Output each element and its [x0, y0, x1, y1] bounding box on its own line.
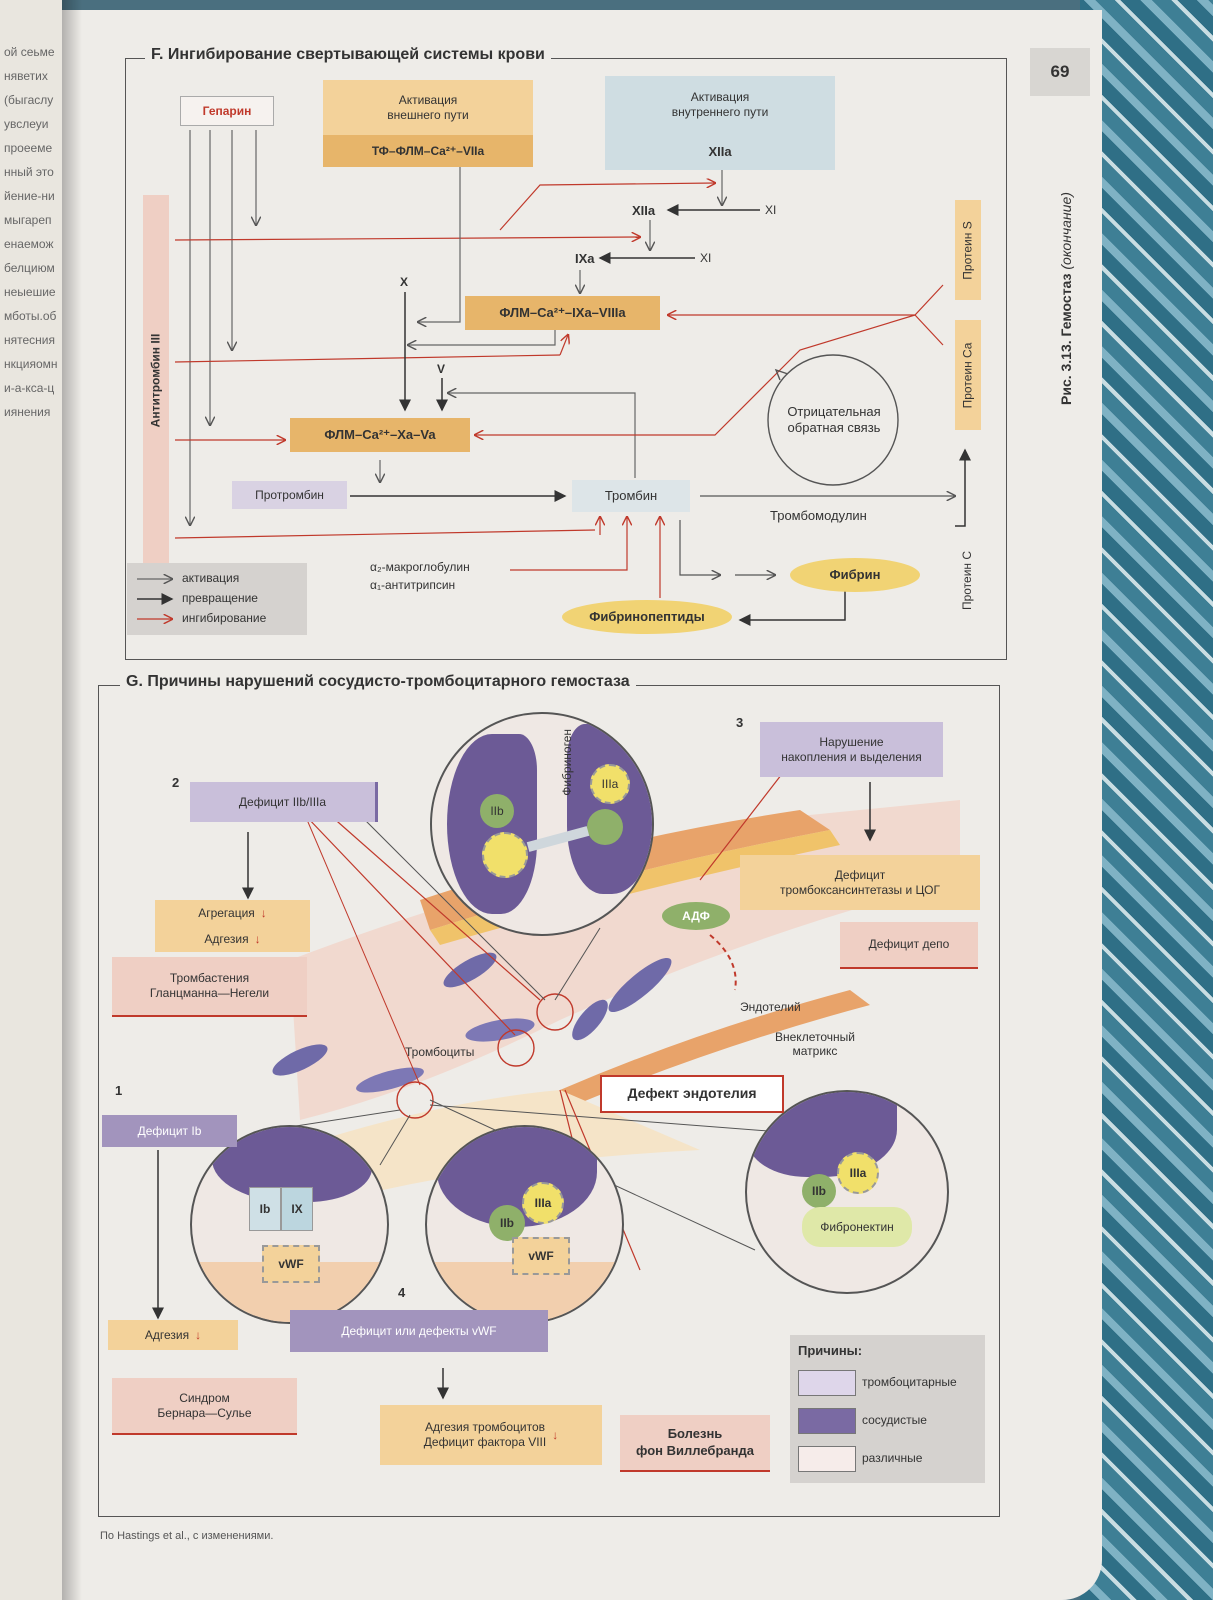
legend-swatch-platelet	[798, 1370, 856, 1396]
prothrombinase-complex: ФЛМ–Ca²⁺–Xa–Va	[290, 418, 470, 452]
label-v: V	[437, 362, 446, 376]
iiia-right-receptor: IIIa	[837, 1152, 879, 1194]
label-xi-2: XI	[700, 251, 712, 265]
endothelium-defect: Дефект эндотелия	[600, 1075, 784, 1113]
fibrinogen-label: Фибриноген	[560, 729, 574, 796]
antitrypsin-label: α₁-антитрипсин	[370, 578, 456, 592]
label-xiia: XIIa	[632, 203, 656, 218]
previous-page-text: ой сеьменяветих (быгаслуувслеуи проеемен…	[4, 45, 58, 419]
down-arrow-icon: ↓	[254, 931, 261, 946]
legend-g: Причины: тромбоцитарные сосудистые разли…	[790, 1335, 985, 1483]
legend-activation: активация	[182, 571, 240, 585]
zoom-circle-fibrinogen: IIb IIIa Фибриноген	[430, 712, 654, 936]
protein-s-box: Протеин S	[955, 200, 981, 300]
adhesion-label: Адгезия ↓	[155, 926, 310, 952]
platelets-label: Тромбоциты	[405, 1045, 475, 1059]
section-g-title: G. Причины нарушений сосудисто-тромбоцит…	[120, 673, 636, 691]
legend-swatch-vascular	[798, 1408, 856, 1434]
adhesion-2-label: Адгезия ↓	[108, 1320, 238, 1350]
antithrombin-bar: Антитромбин III	[143, 195, 169, 565]
ib-deficit: Дефицит Ib	[102, 1115, 237, 1147]
legend-various: различные	[862, 1451, 923, 1465]
page-gutter-shadow	[62, 0, 82, 1600]
iib-right-receptor: IIb	[802, 1174, 836, 1208]
down-arrow-icon: ↓	[260, 905, 267, 920]
protein-ca-box: Протеин Ca	[955, 320, 981, 430]
down-arrow-icon: ↓	[195, 1327, 202, 1342]
section-f-title: F. Ингибирование свертывающей системы кр…	[145, 46, 551, 64]
von-willebrand-disease: Болезнь фон Виллебранда	[620, 1415, 770, 1472]
heparin-box: Гепарин	[180, 96, 274, 126]
marker-3: 3	[736, 715, 744, 730]
receptor-circle-green	[587, 809, 623, 845]
background-fabric	[1080, 0, 1213, 1600]
extrinsic-complex: ТФ–ФЛМ–Ca²⁺–VIIa	[323, 135, 533, 167]
tenase-complex: ФЛМ–Ca²⁺–IXa–VIIIa	[465, 296, 660, 330]
adp-marker: АДФ	[662, 902, 730, 930]
vwf-deficit: Дефицит или дефекты vWF	[290, 1310, 548, 1352]
thromboxane-deficit: Дефицит тромбоксансинтетазы и ЦОГ	[740, 855, 980, 910]
ecm-label: Внеклеточный матрикс	[775, 1030, 855, 1058]
negative-feedback-label: Отрицательная обратная связь	[787, 403, 881, 435]
legend-swatch-various	[798, 1446, 856, 1472]
zoom-circle-vwf: IIIa IIb vWF	[425, 1125, 624, 1324]
down-arrow-icon: ↓	[552, 1427, 559, 1442]
intrinsic-path-title: Активация внутреннего пути	[605, 76, 835, 134]
fibronectin-shape: Фибронектин	[802, 1207, 912, 1247]
label-ixa: IXa	[575, 251, 595, 266]
marker-4: 4	[398, 1285, 406, 1300]
depot-deficit: Дефицит депо	[840, 922, 978, 969]
iiia-mid-receptor: IIIa	[522, 1182, 564, 1224]
endothelium-label: Эндотелий	[740, 1000, 801, 1014]
iib-top-receptor: IIb	[480, 794, 514, 828]
zoom-circle-fibronectin: IIIa IIb Фибронектин	[745, 1090, 949, 1294]
label-xi-1: XI	[765, 203, 777, 217]
zoom-circle-ib: Ib IX vWF	[190, 1125, 389, 1324]
aggregation-text: Агрегация	[198, 905, 255, 920]
ib-receptor: Ib	[249, 1187, 281, 1231]
causes-title: Причины:	[798, 1343, 863, 1358]
legend-f-arrows	[137, 563, 174, 635]
vwf-2: vWF	[512, 1237, 570, 1275]
legend-platelet: тромбоцитарные	[862, 1375, 957, 1389]
source-footer: По Hastings et al., с изменениями.	[100, 1530, 274, 1542]
intrinsic-xiia: XIIa	[605, 134, 835, 170]
panel-coagulation-inhibition	[125, 58, 1007, 660]
adhesion-2-text: Адгезия	[144, 1327, 190, 1342]
page-number: 69	[1030, 48, 1090, 96]
receptor-circle-yellow	[482, 832, 528, 878]
fibrinopeptides-ellipse: Фибринопептиды	[562, 600, 732, 634]
extrinsic-path-title: Активация внешнего пути	[323, 80, 533, 135]
marker-1: 1	[115, 1083, 123, 1098]
adhesion-text: Адгезия	[204, 931, 249, 946]
legend-conversion: превращение	[182, 591, 258, 605]
bernard-soulier: Синдром Бернара—Сулье	[112, 1378, 297, 1435]
prothrombin-box: Протромбин	[232, 481, 347, 509]
platelet-adhesion-text: Адгезия тромбоцитов Дефицит фактора VIII	[423, 1420, 547, 1449]
platelet-adhesion-f8: Адгезия тромбоцитов Дефицит фактора VIII…	[380, 1405, 602, 1465]
vwf-1: vWF	[262, 1245, 320, 1283]
glanzmann-disease: Тромбастения Гланцманна—Негели	[112, 957, 307, 1017]
legend-inhibition: ингибирование	[182, 611, 267, 625]
macroglobulin-label: α₂-макроглобулин	[370, 560, 470, 574]
ix-receptor: IX	[281, 1187, 313, 1231]
previous-page-edge: ой сеьменяветих (быгаслуувслеуи проеемен…	[0, 0, 62, 1600]
fibrin-ellipse: Фибрин	[790, 558, 920, 592]
marker-2: 2	[172, 775, 180, 790]
label-x: X	[400, 275, 409, 289]
iib-iiia-deficit: Дефицит IIb/IIIa	[190, 782, 378, 822]
legend-vascular: сосудистые	[862, 1413, 927, 1427]
legend-f: активация превращение ингибирование	[127, 563, 307, 635]
thrombin-box: Тромбин	[572, 480, 690, 512]
thrombomodulin-label: Тромбомодулин	[770, 508, 867, 523]
storage-release-defect: Нарушение накопления и выделения	[760, 722, 943, 777]
iib-mid-receptor: IIb	[489, 1205, 525, 1241]
iiia-top-receptor: IIIa	[590, 764, 630, 804]
aggregation-label: Агрегация ↓	[155, 900, 310, 926]
